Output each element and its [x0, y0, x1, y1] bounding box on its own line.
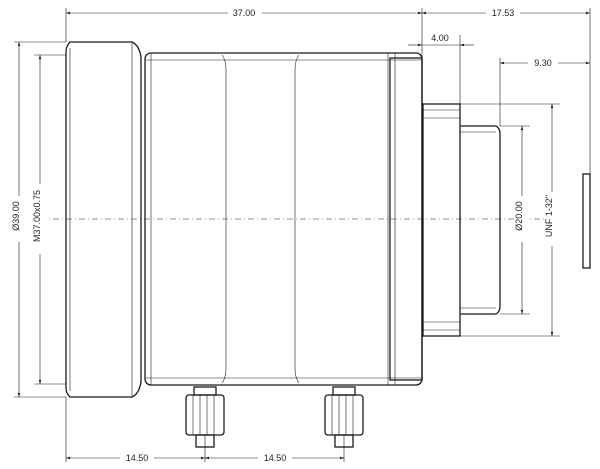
locking-screw-1 — [185, 386, 225, 448]
dim-filter-thread-label: M37.00x0.75 — [32, 190, 42, 242]
dim-screw-positions: 14.50 14.50 — [66, 451, 344, 463]
mount-thread — [422, 103, 461, 337]
dim-mount-length-label: 17.53 — [492, 8, 515, 18]
lens-body — [65, 41, 501, 398]
rear-element — [460, 125, 501, 315]
front-barrel — [65, 41, 142, 398]
dim-rear-inner-label: 9.30 — [534, 58, 552, 68]
dim-screw-pos-2-label: 14.50 — [264, 453, 287, 463]
dim-mount-thread: UNF 1-32" — [544, 104, 558, 336]
dim-filter-thread: M37.00x0.75 — [32, 55, 46, 384]
locking-screw-2 — [324, 386, 364, 448]
dim-rear-diameter-label: Ø20.00 — [514, 201, 524, 231]
dim-screw-pos-1-label: 14.50 — [126, 453, 149, 463]
dim-mount-thread-label: UNF 1-32" — [544, 195, 554, 237]
dim-overall-length-label: 37.00 — [233, 8, 256, 18]
dim-outer-diameter-label: Ø39.00 — [11, 201, 21, 231]
dim-flange-offset: 4.00 — [408, 33, 474, 47]
extension-lines — [14, 8, 591, 462]
dim-mount-length: 17.53 — [422, 7, 590, 19]
dim-rear-diameter: Ø20.00 — [514, 125, 528, 314]
dim-outer-diameter: Ø39.00 — [11, 42, 25, 397]
dim-overall-length: 37.00 — [66, 7, 422, 19]
dim-rear-inner: 9.30 — [500, 57, 590, 69]
dim-flange-offset-label: 4.00 — [431, 33, 449, 43]
image-plane-marker — [582, 173, 591, 269]
